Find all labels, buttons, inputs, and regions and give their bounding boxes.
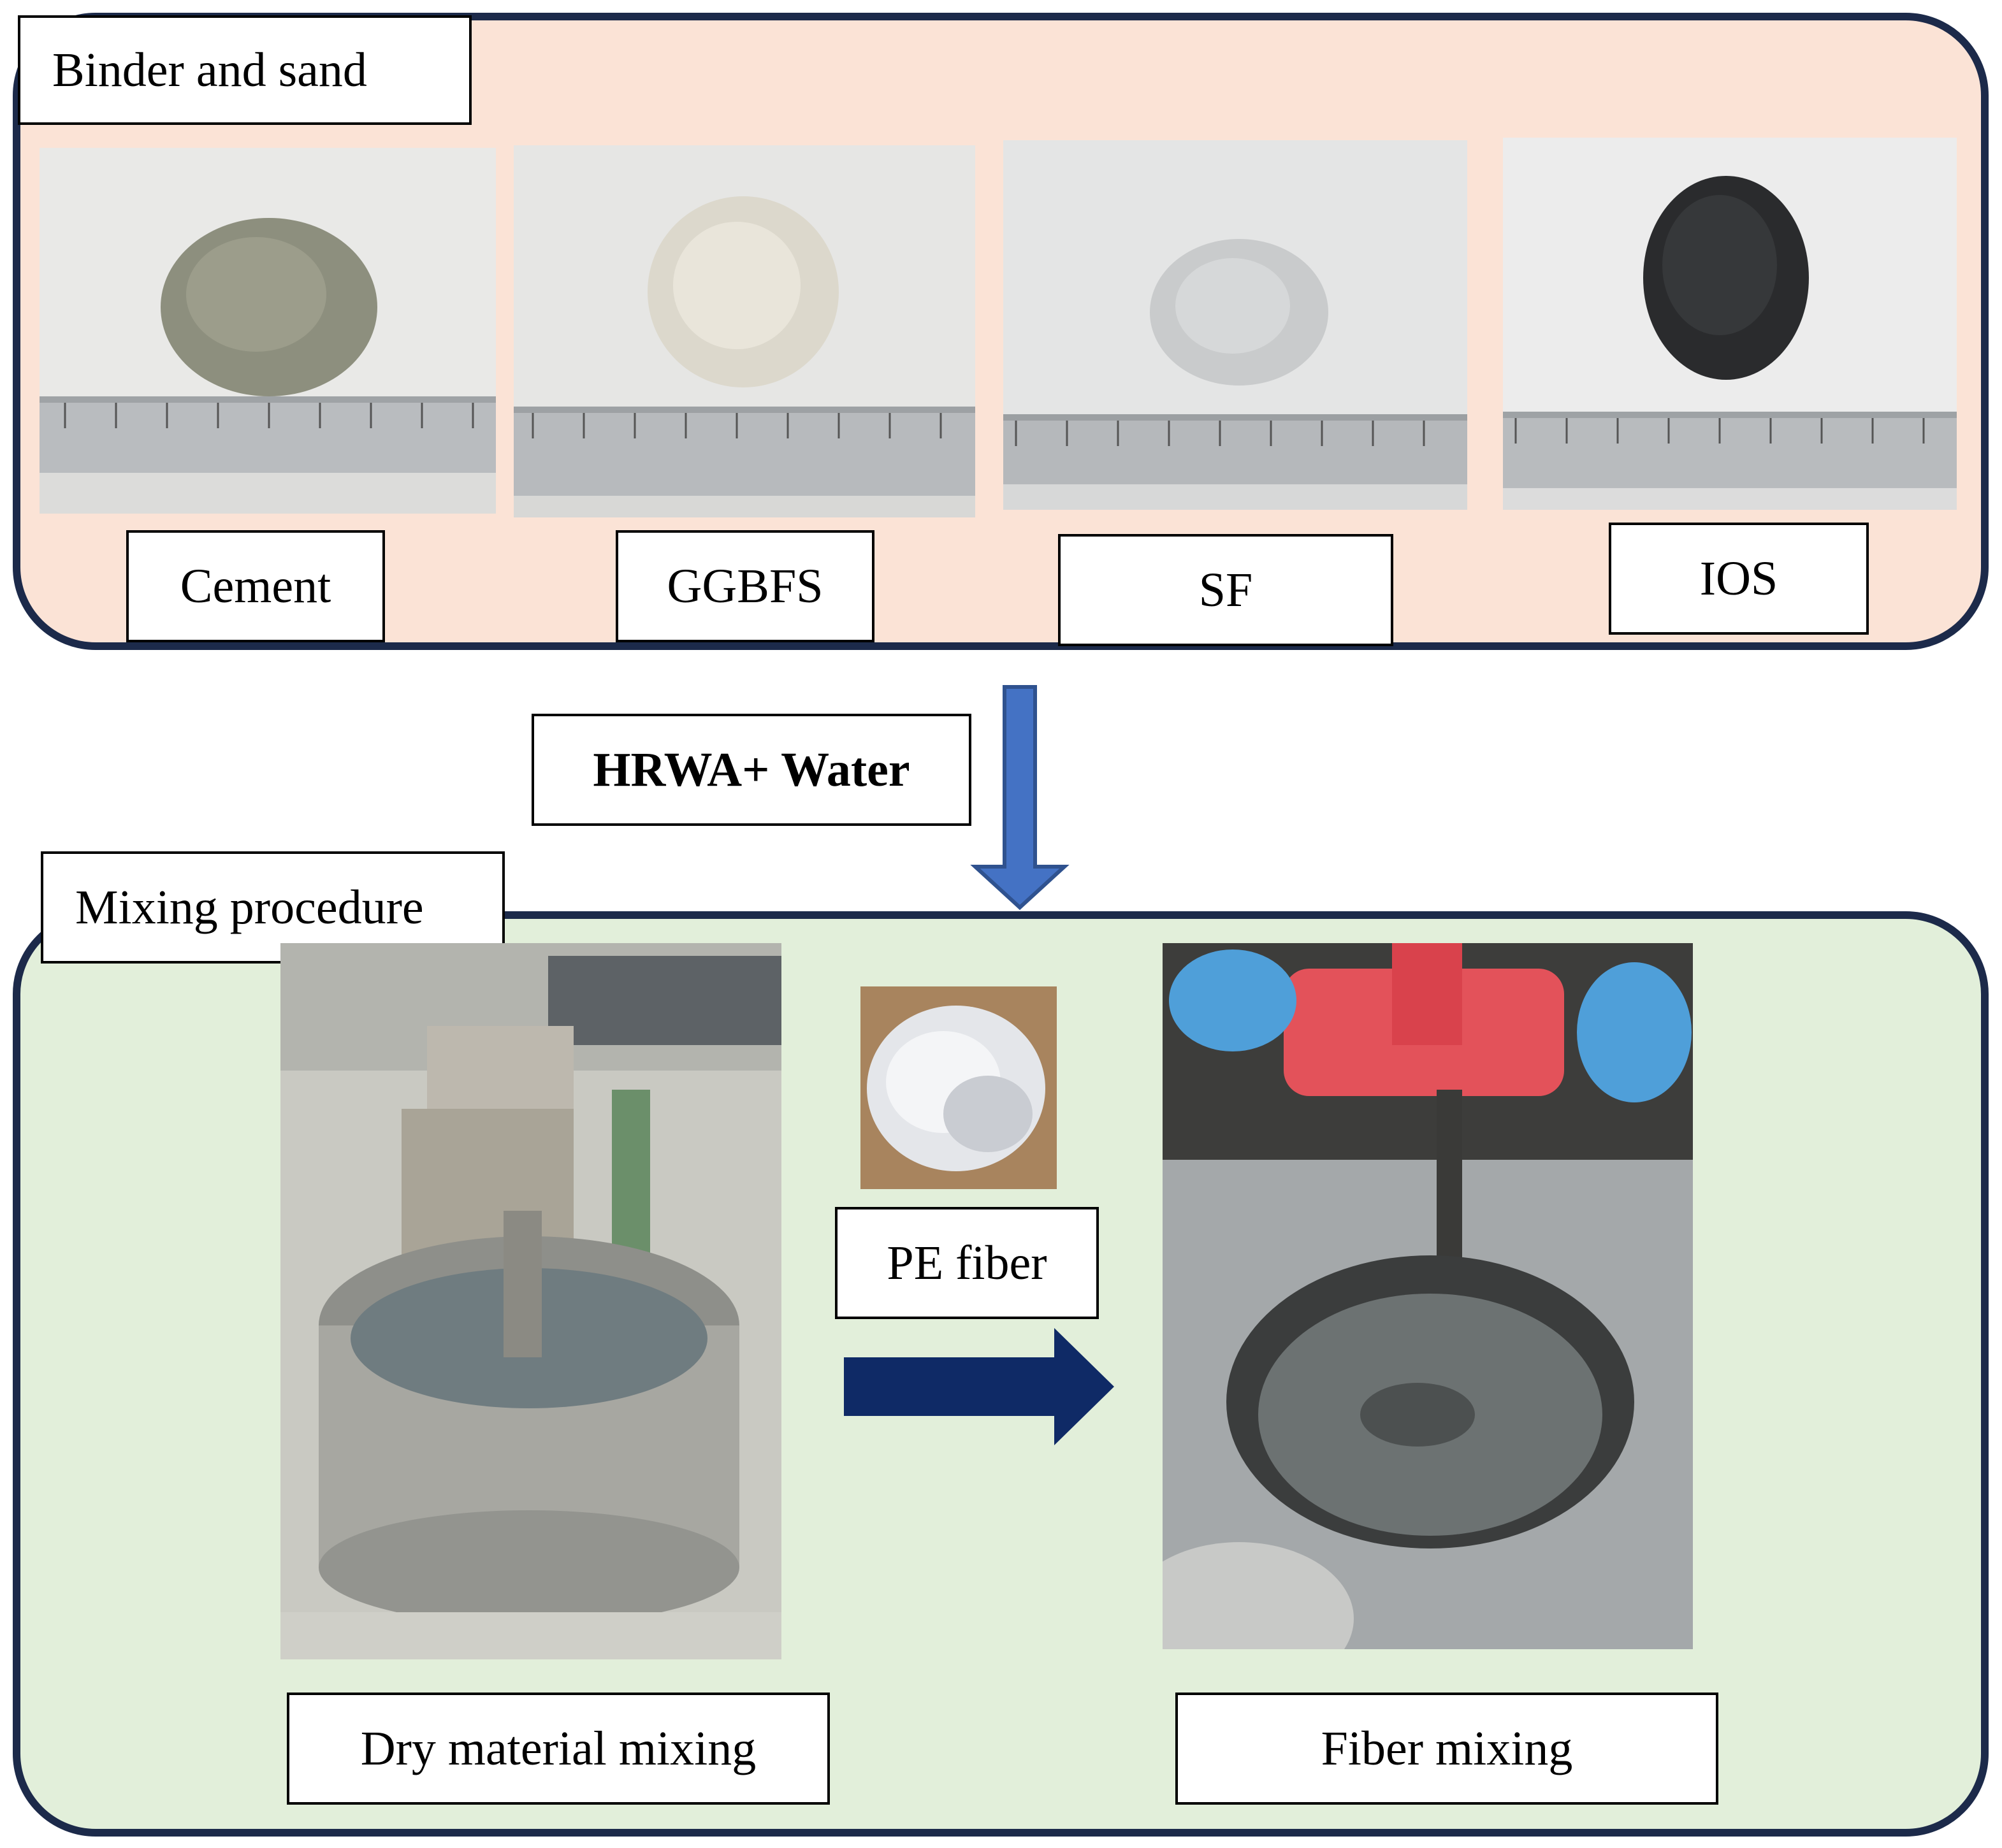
fiber-mixing-photo	[1163, 943, 1693, 1649]
arrow-right-icon	[840, 1325, 1117, 1448]
ggbfs-photo	[514, 145, 975, 517]
material-label-cement: Cement	[126, 530, 385, 642]
dry-mixer-photo	[280, 943, 781, 1659]
material-label-ios: IOS	[1609, 523, 1869, 635]
step-label-dry-mixing: Dry material mixing	[287, 1693, 830, 1805]
arrow-down-icon	[969, 684, 1071, 911]
step-label-fiber-mixing: Fiber mixing	[1175, 1693, 1718, 1805]
material-label-ggbfs: GGBFS	[616, 530, 874, 642]
material-label-sf: SF	[1058, 534, 1393, 646]
ios-photo	[1503, 138, 1957, 510]
binder-title: Binder and sand	[18, 15, 472, 125]
pe-fiber-label: PE fiber	[835, 1207, 1099, 1319]
cement-photo	[40, 148, 496, 514]
pe-fiber-photo	[860, 986, 1057, 1189]
additive-label: HRWA+ Water	[532, 714, 971, 826]
sf-photo	[1003, 140, 1467, 510]
